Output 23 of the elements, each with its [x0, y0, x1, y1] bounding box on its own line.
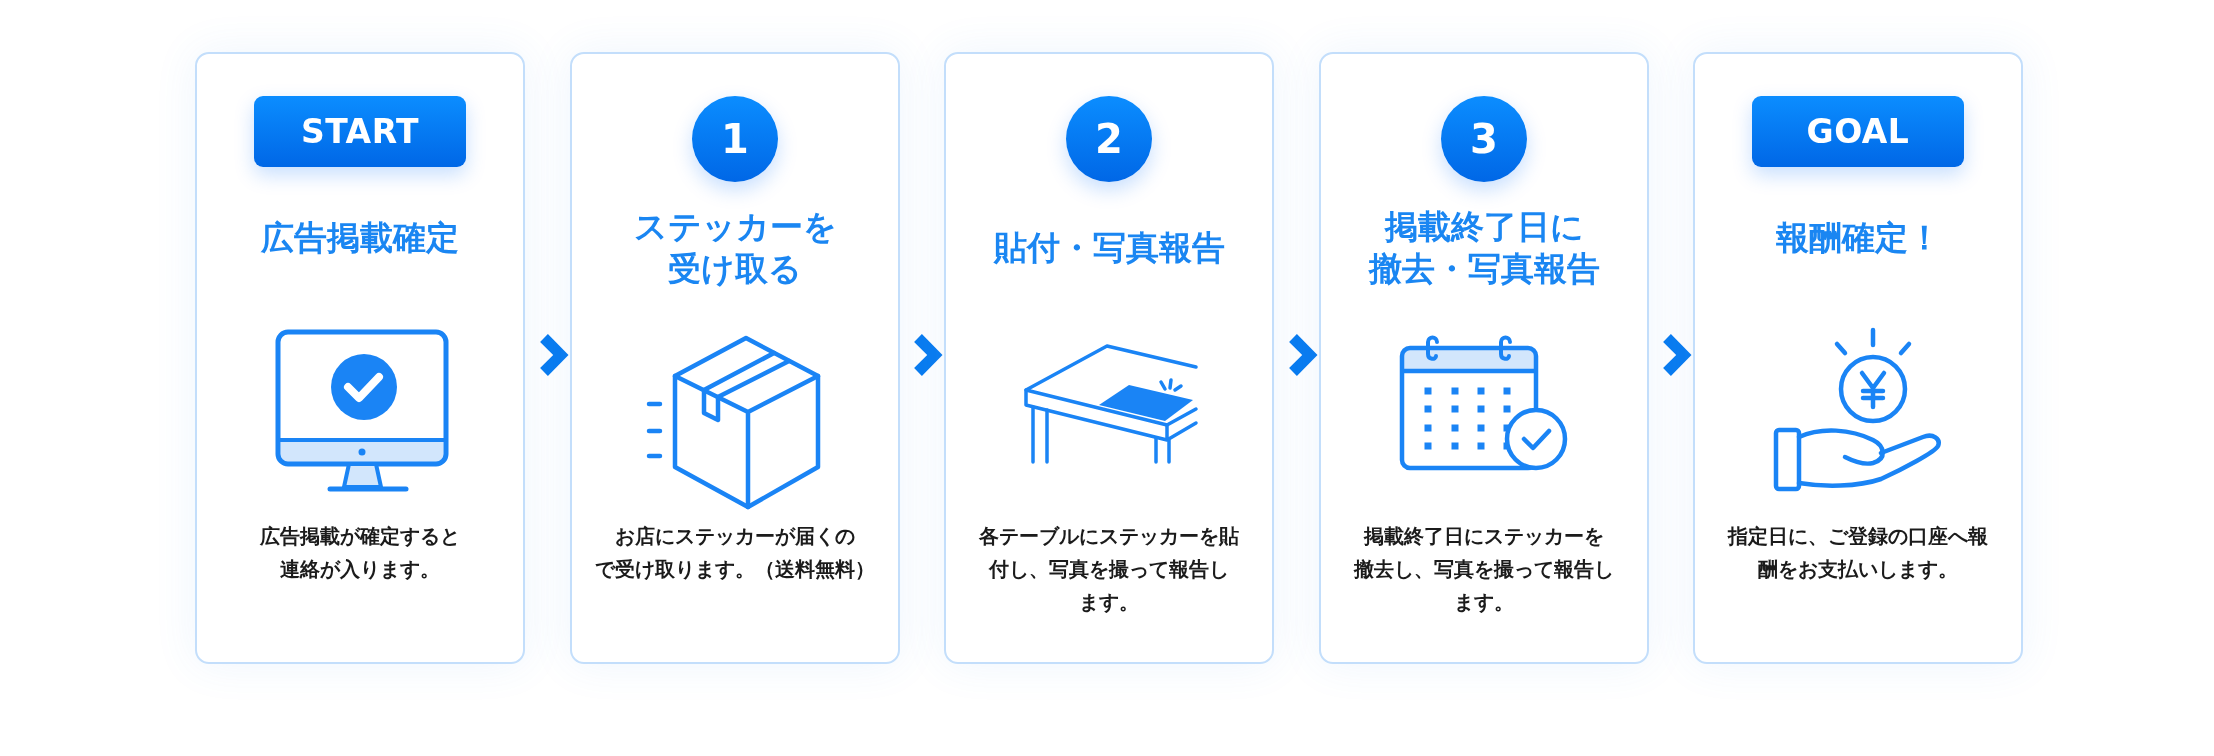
chevron-arrow	[1289, 334, 1318, 376]
step-description: 掲載終了日にステッカーを撤去し、写真を撮って報告します。	[1354, 523, 1614, 616]
step-heading: 広告掲載確定	[261, 216, 459, 259]
chevron-arrow	[1663, 334, 1692, 376]
step-card	[1693, 52, 2023, 664]
label-badge: GOAL	[1752, 95, 1964, 167]
chevron-arrow	[914, 334, 943, 376]
step-heading: 報酬確定！	[1775, 216, 1941, 259]
number-circle: 3	[1441, 95, 1527, 182]
step-description: お店にステッカーが届くので受け取ります。（送料無料）	[595, 523, 875, 583]
step-description: 広告掲載が確定すると連絡が入ります。	[260, 523, 460, 583]
number-circle: 2	[1066, 95, 1152, 182]
step-heading: 貼付・写真報告	[993, 226, 1225, 269]
number-circle: 1	[692, 95, 778, 182]
step-heading: ステッカーを受け取る	[633, 205, 837, 290]
step-card	[944, 52, 1274, 664]
step-description: 各テーブルにステッカーを貼付し、写真を撮って報告します。	[979, 523, 1239, 616]
step-card	[195, 52, 525, 664]
step-description: 指定日に、ご登録の口座へ報酬をお支払いします。	[1728, 523, 1988, 583]
step-heading: 掲載終了日に撤去・写真報告	[1368, 205, 1600, 290]
step-card	[1319, 52, 1649, 664]
label-badge: START	[254, 95, 466, 167]
step-card	[570, 52, 900, 664]
